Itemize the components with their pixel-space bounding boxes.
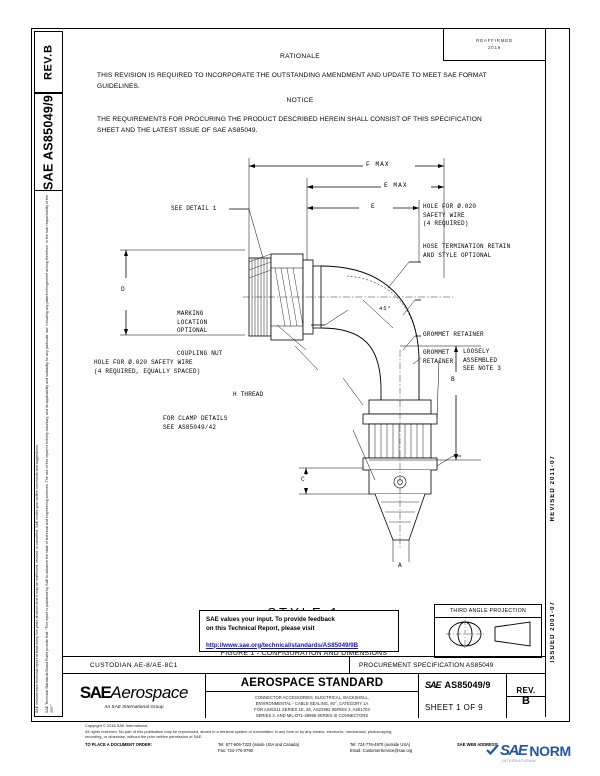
description-line-1: CONNECTOR ACCESSORIES, ELECTRICAL, BACKS… [254,695,370,700]
figure-caption: FIGURE 1 - CONFIGURATION AND DIMENSIONS [220,650,388,657]
document-number-vertical: SAE AS85049/9 [41,94,56,190]
annotation-see-detail: SEE DETAIL 1 [171,205,217,212]
revision-box-text: REV. B [42,44,55,80]
annotation-marking-location: MARKING LOCATION OPTIONAL [177,310,208,335]
reaffirmed-year: 2016 [487,44,502,50]
document-number-row: SAE AS85049/9 [419,674,545,696]
rights-line-1: All rights reserved. No part of this pub… [85,728,393,734]
feedback-url-link[interactable]: http://www.sae.org/technical/standards/A… [206,641,359,649]
drawing-svg [120,158,481,562]
dim-c: C [301,476,306,483]
feedback-line-1: SAE values your input. To provide feedba… [206,616,335,623]
dim-e: E [371,203,376,210]
annotation-h-thread: H THREAD [233,391,264,398]
description-line-2: ENVIRONMENTAL - CABLE SEALING, 90°, CATE… [255,700,369,706]
annotation-loosely-assembled: LOOSELY ASSEMBLED SEE NOTE 3 [463,348,502,373]
footer: Copyright © 2016 SAE International All r… [85,723,545,758]
annotation-clamp-details: FOR CLAMP DETAILS SEE AS85049/42 [163,415,228,431]
revision-value: B [522,694,530,707]
reaffirm-underline [443,60,544,61]
annotation-hose-termination: HOSE TERMINATION RETAIN AND STYLE OPTION… [423,243,511,259]
custodian-text: CUSTODIAN AE-8/AE-8C1 [90,661,178,669]
custodian-row: CUSTODIAN AE-8/AE-8C1 PROCUREMENT SPECIF… [63,656,545,674]
tel-outside-usa: Tel: 724-776-4970 (outside USA) [350,741,411,747]
sheet-number-row: SHEET 1 OF 9 [419,696,545,718]
sae-aerospace-logo: SAEAerospace An SAE International Group [63,674,206,718]
revision-label: REV. [516,685,536,695]
document-sae-mark: SAE [425,680,441,690]
dim-angle: 45° [379,306,392,312]
standard-description: CONNECTOR ACCESSORIES, ELECTRICAL, BACKS… [206,692,418,719]
date-issued: ISSUED 2001-07 [550,601,556,663]
dim-f-max: F MAX [366,161,390,168]
annotation-coupling-nut: COUPLING NUT [177,350,223,357]
watermark-norm: NORM [529,742,571,759]
watermark-subtitle: INTERNATIONAL [502,759,537,763]
revision-box: REV. B [34,31,63,93]
date-revised: REVISED 2011-07 [550,455,556,522]
dim-e-max: E MAX [384,182,408,189]
procurement-spec-text: PROCUREMENT SPECIFICATION AS85049 [359,661,494,669]
fax-number: Fax: 724-776-0790 [218,747,253,753]
notice-text: THE REQUIREMENTS FOR PROCURING THE PRODU… [97,116,482,134]
technical-standards-board-notice: SAE reviews each technical report at lea… [34,191,63,717]
document-number-box: SAE AS85049/9 [34,93,63,191]
contact-info: TO PLACE A DOCUMENT ORDER: Tel: 877-606-… [85,742,545,758]
revision-cell: REV. B [506,674,545,718]
engineering-drawing: F MAX E MAX E D B C A 45° SEE DETAIL 1 H… [63,150,545,657]
annotation-grommet: GROMMET RETAINER [423,349,454,365]
annotation-grommet-retainer: GROMMET RETAINER [423,331,484,338]
third-angle-projection-box: THIRD ANGLE PROJECTION [434,604,542,658]
copyright-line: Copyright © 2016 SAE International [85,723,148,728]
sheet-number: SHEET 1 OF 9 [425,702,484,712]
dim-d: D [121,286,126,293]
rationale-heading: RATIONALE [279,53,321,60]
rationale-text: THIS REVISION IS REQUIRED TO INCORPORATE… [97,72,487,90]
dim-b: B [451,376,456,383]
check-icon [486,744,499,756]
tel-inside-usa: Tel: 877-606-7323 (inside USA and Canada… [218,741,300,747]
legal-notice-line-2: SAE reviews each technical report at lea… [35,444,39,713]
date-strip: REVISED 2011-07 ISSUED 2001-07 [545,31,566,717]
dim-a: A [398,562,403,569]
email-address: Email: CustomerService@sae.org [350,747,413,753]
logo-aerospace-word: Aerospace [110,683,189,702]
standard-title-cell: AEROSPACE STANDARD CONNECTOR ACCESSORIES… [206,674,419,718]
sae-norm-watermark: SAE NORM INTERNATIONAL [486,742,590,772]
legal-notice-line-1: SAE Technical Standards Board Rules prov… [44,194,54,713]
feedback-line-2: on this Technical Report, please visit [206,625,315,633]
third-angle-projection-title: THIRD ANGLE PROJECTION [435,605,541,618]
title-block: SAEAerospace An SAE International Group … [63,673,545,718]
notice-heading: NOTICE [286,97,314,104]
rights-line-2: recording, or otherwise, without the pri… [85,734,203,740]
description-line-3: FOR AS81511 SERIES 1E, 2E, AS22992 SERIE… [254,706,370,712]
reaffirmed-label: REAFFIRMED [476,37,513,43]
annotation-hole-safety-wire-right: HOLE FOR Ø.020 SAFETY WIRE (4 REQUIRED) [423,203,477,228]
standard-title: AEROSPACE STANDARD [206,674,418,692]
web-address-label: SAE WEB ADDRESS: [457,741,499,747]
watermark-badge: SAE NORM [486,742,571,759]
document-id-cell: SAE AS85049/9 SHEET 1 OF 9 REV. B [419,674,545,718]
annotation-hole-safety-wire-left: HOLE FOR Ø.020 SAFETY WIRE (4 REQUIRED, … [94,359,201,375]
description-line-4: SERIES 3, AND MIL-DTL-38999 SERIES III C… [255,712,369,718]
feedback-box: SAE values your input. To provide feedba… [199,610,399,652]
document-number: AS85049/9 [444,680,491,690]
drawing-sheet-border [31,28,570,722]
custodian-divider [349,657,350,674]
logo-sae-word: SAE [79,683,112,702]
third-angle-projection-symbol [435,618,541,651]
revision-divider [507,696,545,697]
order-label: TO PLACE A DOCUMENT ORDER: [85,741,153,747]
logo-subtitle: An SAE International Group [104,704,164,709]
logo-text: SAEAerospace [79,683,189,703]
watermark-sae: SAE [500,742,528,759]
